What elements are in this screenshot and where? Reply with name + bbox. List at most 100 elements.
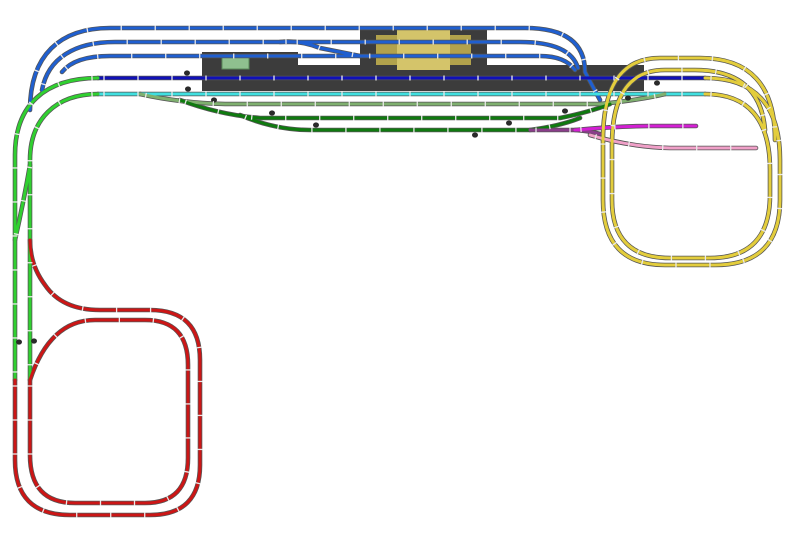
connector-dot	[625, 95, 631, 101]
sleeper-tick	[41, 508, 45, 514]
sleeper-tick	[34, 126, 40, 130]
sleeper-tick	[184, 99, 188, 105]
sleeper-tick	[65, 499, 68, 506]
sleeper-tick	[565, 50, 570, 56]
sleeper-tick	[50, 291, 55, 297]
sleeper-tick	[57, 81, 61, 87]
sleeper-tick	[35, 484, 41, 489]
sleeper-tick	[589, 107, 593, 114]
sleeper-tick	[40, 82, 46, 86]
sleeper-tick	[619, 91, 625, 95]
connector-dot	[31, 338, 37, 344]
sleeper-tick	[763, 92, 770, 96]
track-red-inner-outline	[27, 317, 191, 506]
sleeper-tick	[250, 114, 253, 120]
connector-dot	[16, 339, 22, 345]
sleeper-tick	[742, 258, 745, 264]
sleeper-tick	[767, 238, 773, 243]
sleeper-tick	[317, 45, 321, 51]
sleeper-tick	[180, 316, 185, 322]
connector-dot	[211, 97, 217, 103]
sleeper-tick	[31, 264, 37, 267]
sleeper-tick	[57, 100, 62, 106]
sleeper-tick	[614, 76, 620, 81]
track-lightgreen-inner	[28, 92, 100, 382]
connector-dot	[313, 122, 319, 128]
sleeper-tick	[643, 57, 646, 63]
track-darkgreen-1	[178, 98, 612, 120]
sleeper-tick	[602, 109, 608, 112]
track-magenta	[573, 124, 698, 132]
sleeper-tick	[86, 27, 89, 33]
sleeper-tick	[714, 69, 717, 75]
connector-dot	[654, 80, 660, 86]
sleeper-tick	[244, 114, 248, 120]
track-darkgreen-2	[238, 113, 582, 132]
sleeper-tick	[612, 241, 617, 246]
track-red-outer	[13, 238, 202, 517]
sleeper-tick	[744, 83, 749, 89]
sleeper-tick	[548, 124, 551, 130]
sleeper-tick	[28, 101, 34, 106]
track-lightgreen-outer	[13, 76, 100, 382]
sleeper-tick	[277, 124, 280, 130]
track-blue-outer	[28, 26, 602, 112]
sleeper-tick	[64, 65, 69, 71]
sleeper-tick	[166, 495, 170, 502]
sleeper-tick	[17, 485, 23, 489]
sleeper-tick	[741, 101, 746, 107]
sleeper-tick	[60, 54, 65, 59]
station-group	[202, 29, 644, 91]
sleeper-tick	[178, 98, 181, 104]
sleeper-tick	[144, 92, 148, 98]
sleeper-tick	[27, 166, 33, 169]
sleeper-tick	[184, 470, 190, 473]
sleeper-tick	[613, 225, 619, 229]
sleeper-tick	[196, 346, 202, 349]
sleeper-tick	[653, 93, 656, 99]
track-sage	[138, 92, 667, 106]
sleeper-ticks	[12, 25, 783, 518]
sleeper-tick	[13, 232, 19, 236]
sleeper-tick	[761, 128, 767, 132]
connector-dots	[16, 70, 660, 345]
sleeper-tick	[14, 132, 20, 136]
sleeper-tick	[737, 250, 741, 256]
sleeper-tick	[351, 51, 354, 58]
station-building	[397, 30, 450, 70]
connector-dot	[185, 86, 191, 92]
sleeper-tick	[592, 89, 598, 93]
track-pink	[588, 133, 758, 150]
track-red-inner	[28, 318, 190, 505]
connector-dot	[562, 108, 568, 114]
sleeper-tick	[179, 335, 185, 339]
sleeper-tick	[81, 305, 84, 312]
sleeper-tick	[53, 333, 58, 338]
sleeper-tick	[534, 40, 537, 46]
connector-dot	[269, 110, 275, 116]
tracks-group	[12, 25, 783, 518]
sleeper-tick	[569, 63, 574, 69]
connector-dot	[472, 132, 478, 138]
connector-dot	[184, 70, 190, 76]
sleeper-tick	[711, 56, 714, 62]
sleeper-tick	[636, 249, 640, 255]
sleeper-tick	[760, 228, 766, 233]
sleeper-tick	[627, 141, 630, 147]
sleeper-tick	[92, 41, 95, 47]
track-yellow-inner	[610, 68, 772, 260]
sleeper-tick	[776, 139, 782, 142]
sleeper-tick	[742, 83, 746, 89]
sleeper-tick	[560, 32, 565, 38]
sleeper-tick	[176, 506, 180, 512]
sleeper-tick	[760, 114, 766, 117]
sleeper-tick	[84, 318, 87, 324]
track-blue-inner	[60, 54, 577, 74]
sleeper-tick	[766, 106, 772, 111]
sleeper-tick	[152, 317, 155, 324]
track-lightgreen-inner-outline	[27, 91, 101, 383]
station-wing-left	[376, 35, 398, 65]
sleeper-tick	[34, 69, 40, 73]
